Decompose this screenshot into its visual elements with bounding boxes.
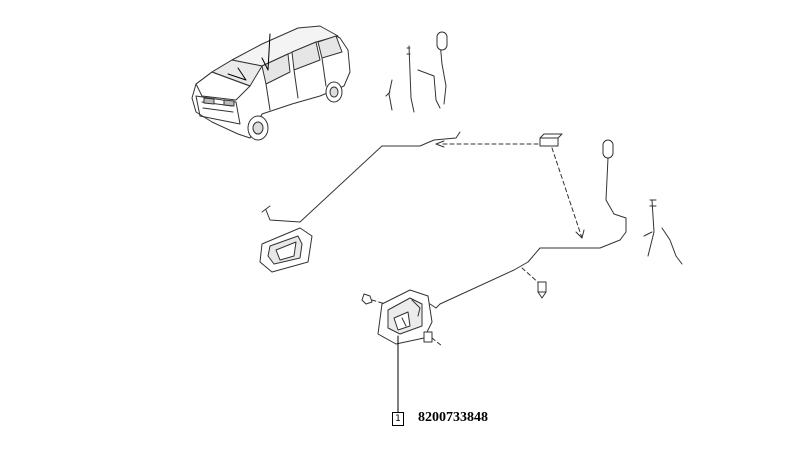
rod-clip-small (521, 267, 547, 299)
front-lock-rod (261, 131, 461, 223)
rod-clip (435, 133, 585, 239)
interior-door-handle-front (259, 227, 313, 273)
part-number-label: 8200733848 (418, 410, 488, 425)
vehicle-illustration (191, 25, 351, 141)
front-lock-button-rod (385, 31, 448, 113)
rear-lock-rod (429, 239, 621, 309)
callout-index: 1 (392, 412, 404, 426)
rear-lock-button-rod (602, 139, 683, 265)
interior-door-handle-rear (377, 289, 443, 347)
